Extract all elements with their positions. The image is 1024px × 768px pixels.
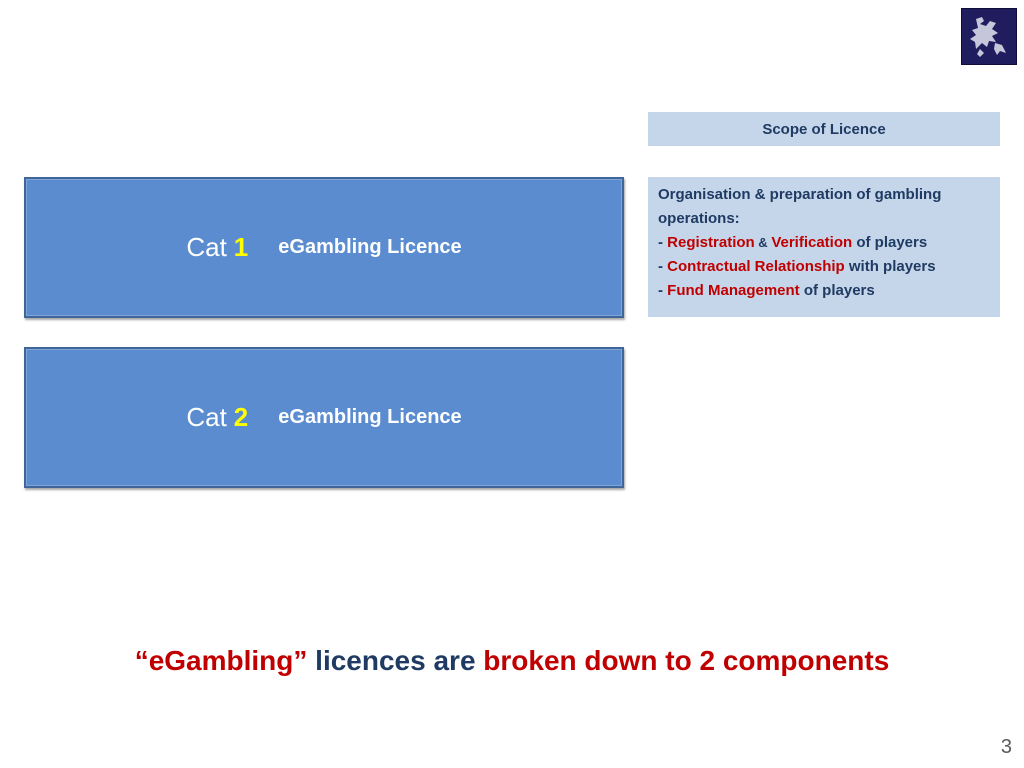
scope-item-fund-management: - Fund Management of players — [658, 279, 990, 303]
category-title: eGambling Licence — [278, 236, 462, 258]
summary-tagline: “eGambling” licences are broken down to … — [0, 645, 1024, 677]
lion-emblem-icon — [961, 8, 1017, 65]
category-label: Cat — [186, 232, 227, 262]
scope-item-keyword: Fund Management — [667, 282, 800, 299]
category-number: 1 — [233, 232, 249, 262]
category-number: 2 — [233, 402, 249, 432]
scope-intro-line1: Organisation & preparation of gambling — [658, 186, 942, 203]
lion-emblem-graphic — [970, 17, 1006, 57]
scope-of-licence-header: Scope of Licence — [648, 112, 1000, 146]
scope-item-dash: - — [658, 258, 668, 275]
category-title: eGambling Licence — [278, 406, 462, 428]
scope-item-tail: of players — [852, 234, 928, 251]
scope-of-licence-panel: Organisation & preparation of gambling o… — [648, 177, 1000, 317]
scope-item-keyword: Registration — [667, 234, 755, 251]
scope-intro-line2: operations: — [658, 210, 740, 227]
tagline-emphasis: broken down to 2 components — [483, 645, 890, 676]
tagline-quoted-term: eGambling — [148, 645, 294, 676]
scope-item-registration: - Registration & Verification of players — [658, 231, 990, 255]
tagline-middle: licences are — [307, 645, 484, 676]
category-2-box: Cat 2 eGambling Licence — [24, 347, 624, 488]
scope-item-tail: with players — [844, 258, 936, 275]
scope-header-label: Scope of Licence — [762, 120, 886, 138]
scope-item-dash: - — [658, 234, 668, 251]
scope-item-dash: - — [658, 282, 668, 299]
slide-page-number: 3 — [1000, 736, 1012, 758]
tagline-quote-open: “ — [134, 645, 149, 676]
tagline-quote-close: ” — [293, 645, 308, 676]
scope-item-contractual: - Contractual Relationship with players — [658, 255, 990, 279]
scope-item-keyword: Contractual Relationship — [667, 258, 845, 275]
category-1-box: Cat 1 eGambling Licence — [24, 177, 624, 318]
scope-item-tail: of players — [799, 282, 875, 299]
scope-item-keyword: Verification — [771, 234, 853, 251]
scope-item-ampersand: & — [754, 235, 772, 250]
category-label: Cat — [186, 402, 227, 432]
